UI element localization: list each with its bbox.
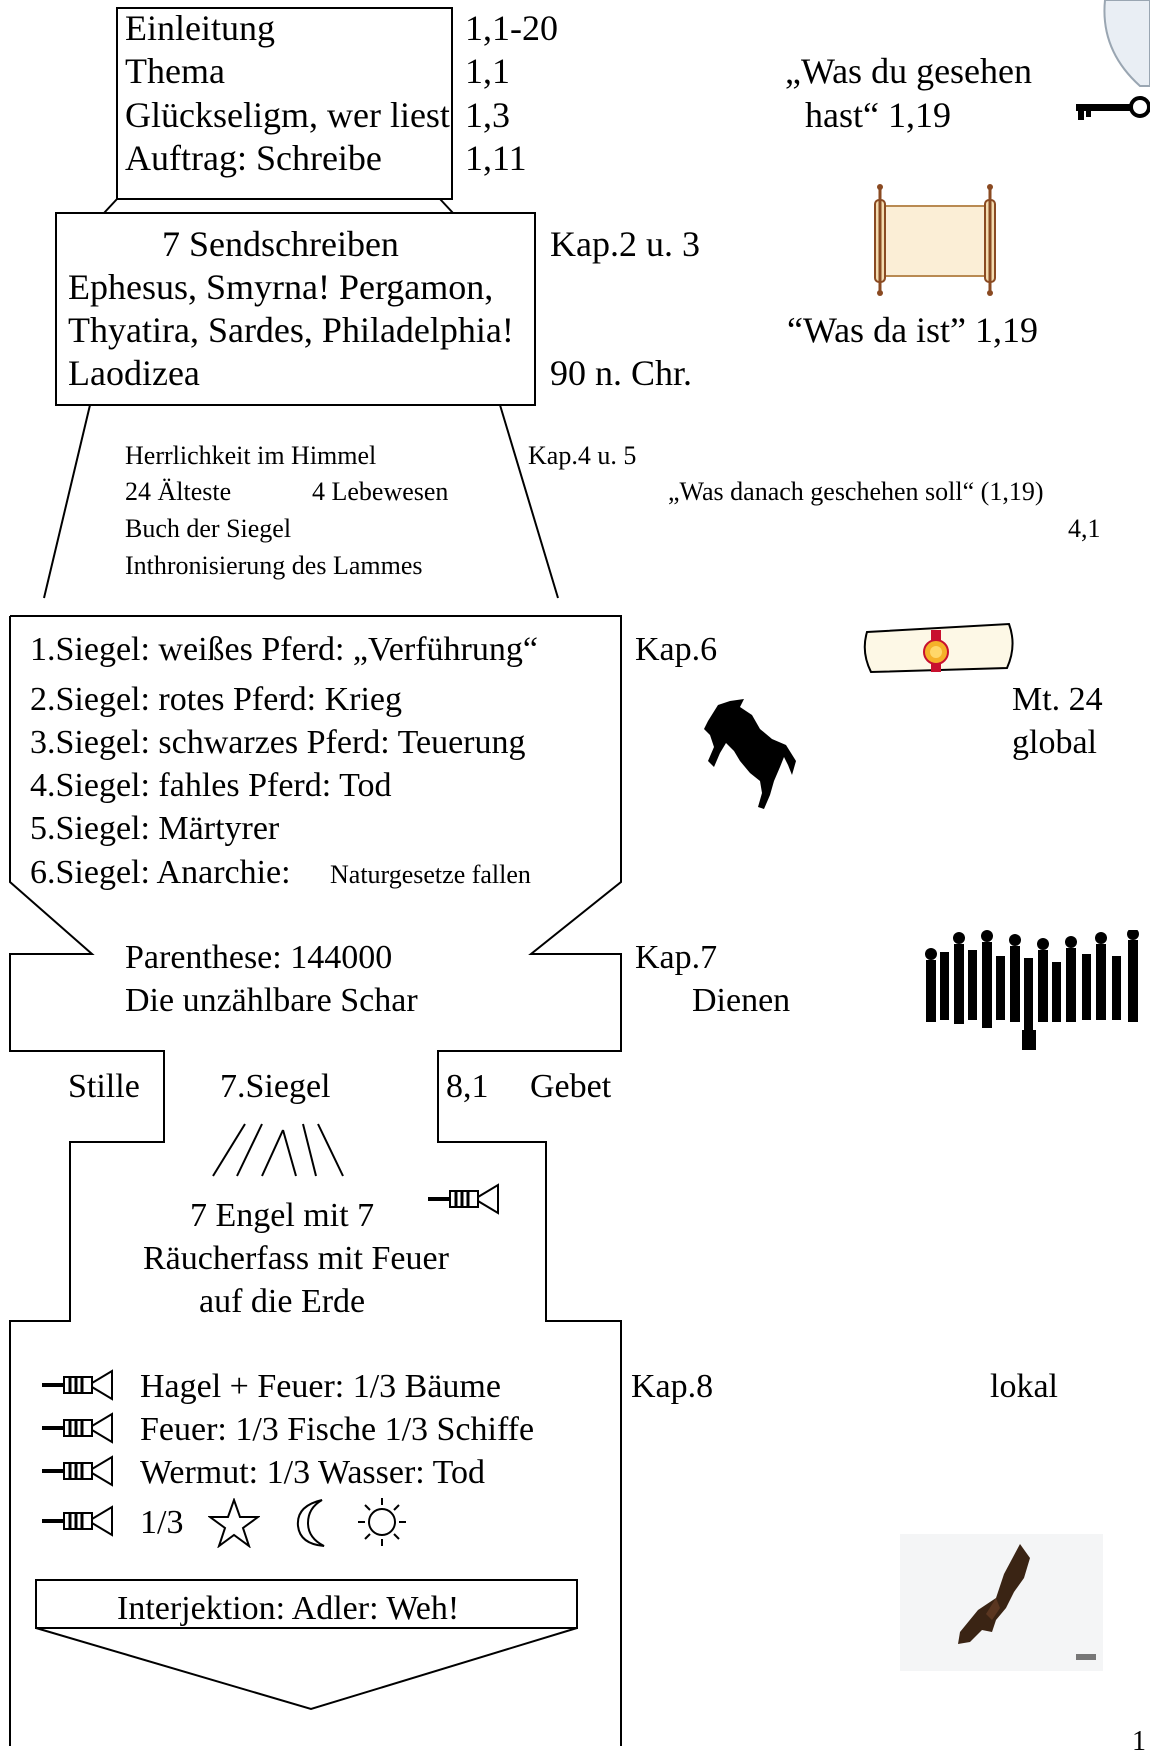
intro-quote-line2: hast“ 1,19 [805, 95, 951, 135]
letters-chapter: Kap.2 u. 3 [550, 224, 700, 264]
letters-line2: Thyatira, Sardes, Philadelphia! [68, 310, 514, 350]
parenthesis-line1: Parenthese: 144000 [125, 939, 393, 976]
seals-side2: global [1012, 724, 1097, 761]
angels-line2: Räucherfass mit Feuer [143, 1240, 449, 1277]
angels-line1: 7 Engel mit 7 [190, 1197, 375, 1234]
seventh-left: Stille [68, 1068, 140, 1105]
trumpets-side: lokal [990, 1368, 1058, 1405]
intro-label-2: Thema [125, 51, 225, 91]
eagle-interjection: Interjektion: Adler: Weh! [117, 1590, 460, 1627]
trumpet-item-3: Wermut: 1/3 Wasser: Tod [140, 1454, 486, 1491]
trumpet-icon [42, 1455, 114, 1487]
star-icon [208, 1498, 260, 1548]
seventh-right: Gebet [530, 1068, 612, 1105]
intro-ref-2: 1,1 [465, 51, 510, 91]
trumpet-item-1: Hagel + Feuer: 1/3 Bäume [140, 1368, 501, 1405]
seventh-ref: 8,1 [446, 1068, 489, 1105]
intro-label-1: Einleitung [125, 8, 275, 48]
sun-icon [358, 1498, 406, 1546]
letters-quote: “Was da ist” 1,19 [787, 310, 1039, 350]
parenthesis-note: Dienen [692, 982, 791, 1019]
trumpet-icon [42, 1505, 114, 1537]
letters-box [55, 212, 536, 406]
heaven-left-line [43, 404, 91, 599]
heaven-line2a: 24 Älteste [125, 477, 232, 506]
trumpet-icon [428, 1183, 500, 1215]
intro-label-3: Glückseligm, wer liest [125, 95, 450, 135]
parenthesis-chapter: Kap.7 [635, 939, 718, 976]
heaven-chapter: Kap.4 u. 5 [528, 441, 637, 470]
globe-icon [1103, 0, 1150, 87]
seal-item-1: 1.Siegel: weißes Pferd: „Verführung“ [30, 631, 538, 668]
trumpet-icon [42, 1369, 114, 1401]
seals-side1: Mt. 24 [1012, 681, 1103, 718]
page-number: 1 [1132, 1726, 1146, 1757]
trumpet-icon [42, 1412, 114, 1444]
letters-line3: Laodizea [68, 353, 200, 393]
seals-chapter: Kap.6 [635, 631, 718, 668]
sealed-scroll-icon [863, 622, 1014, 674]
heaven-line2b: 4 Lebewesen [312, 477, 449, 506]
heaven-line1: Herrlichkeit im Himmel [125, 441, 377, 470]
trumpet-item-2: Feuer: 1/3 Fische 1/3 Schiffe [140, 1411, 535, 1448]
eagle-chevron [35, 1627, 578, 1711]
heaven-ref: 4,1 [1068, 514, 1101, 543]
angels-line3: auf die Erde [199, 1283, 366, 1320]
intro-ref-4: 1,11 [465, 138, 527, 178]
seals-outline-left [9, 616, 165, 1746]
heaven-right-line [499, 404, 559, 599]
heaven-quote: „Was danach geschehen soll“ (1,19) [668, 477, 1044, 506]
letters-line1: Ephesus, Smyrna! Pergamon, [68, 267, 494, 307]
intro-label-4: Auftrag: Schreibe [125, 138, 382, 178]
heaven-line4: Inthronisierung des Lammes [125, 551, 423, 580]
crowd-icon [925, 930, 1139, 1050]
seals-outline [10, 615, 622, 1746]
letters-date: 90 n. Chr. [550, 353, 693, 393]
letters-title: 7 Sendschreiben [162, 224, 399, 264]
parenthesis-line2: Die unzählbare Schar [125, 982, 418, 1019]
heaven-line3: Buch der Siegel [125, 514, 292, 543]
trumpets-chapter: Kap.8 [631, 1368, 714, 1405]
intro-ref-3: 1,3 [465, 95, 510, 135]
seventh-center: 7.Siegel [220, 1068, 331, 1105]
key-icon [1076, 96, 1150, 120]
seal-item-6-note: Naturgesetze fallen [330, 860, 531, 889]
seal-item-2: 2.Siegel: rotes Pferd: Krieg [30, 681, 403, 718]
seal-item-3: 3.Siegel: schwarzes Pferd: Teuerung [30, 724, 526, 761]
scroll-icon [874, 184, 996, 296]
seal-item-5: 5.Siegel: Märtyrer [30, 810, 280, 847]
intro-quote-line1: „Was du gesehen [785, 51, 1033, 91]
intro-ref-1: 1,1-20 [465, 8, 558, 48]
eagle-box [35, 1579, 578, 1629]
horse-icon [704, 699, 796, 809]
intro-box [116, 7, 453, 200]
seal-item-4: 4.Siegel: fahles Pferd: Tod [30, 767, 392, 804]
eagle-icon [900, 1534, 1103, 1671]
moon-icon [296, 1499, 325, 1547]
trumpet-item-4: 1/3 [140, 1504, 184, 1541]
seal-item-6: 6.Siegel: Anarchie: [30, 854, 291, 891]
